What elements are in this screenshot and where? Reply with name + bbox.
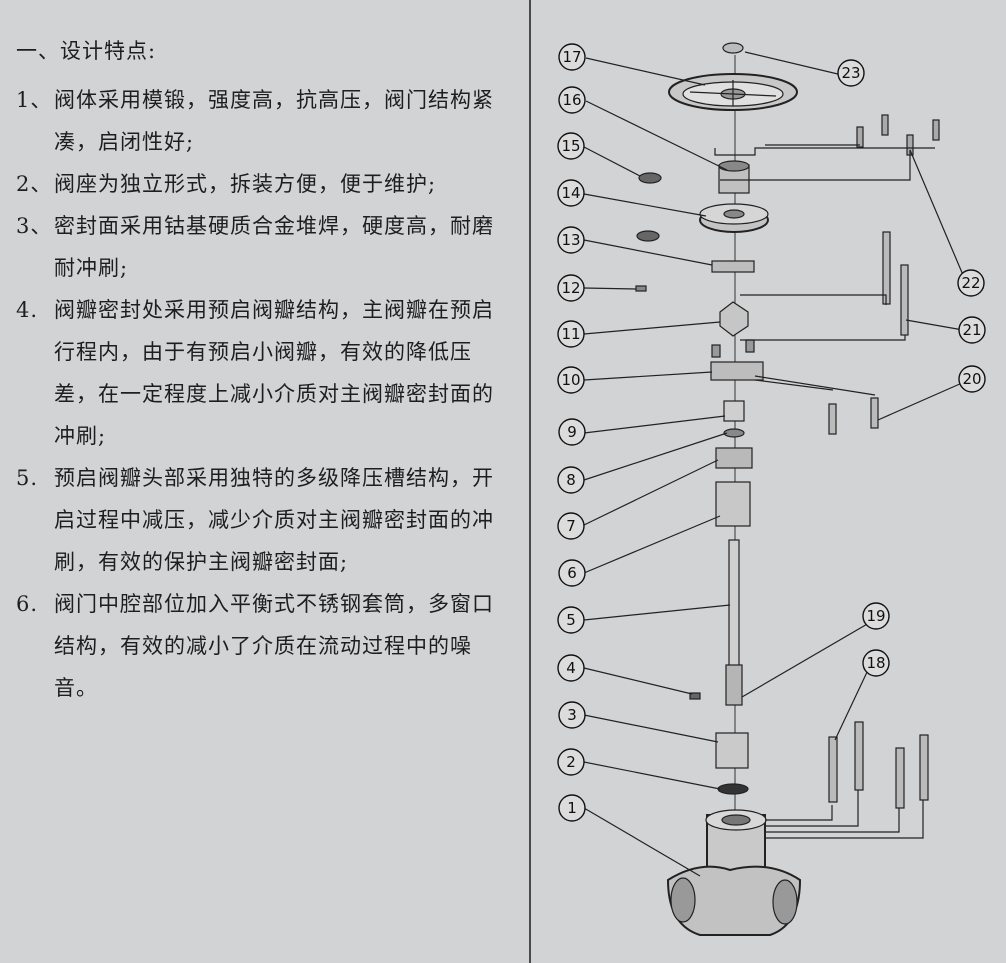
callout-label: 2 [566, 753, 576, 771]
callout-label: 18 [866, 654, 885, 672]
feature-text: 阀体采用模锻，强度高，抗高压，阀门结构紧凑，启闭性好; [54, 88, 494, 154]
section-heading: 一、设计特点: [16, 39, 157, 63]
callout-label: 23 [841, 64, 860, 82]
design-features-panel: 一、设计特点: 1、 阀体采用模锻，强度高，抗高压，阀门结构紧凑，启闭性好; 2… [16, 39, 514, 709]
callout-label: 22 [961, 274, 980, 292]
feature-text: 阀门中腔部位加入平衡式不锈钢套筒，多窗口结构，有效的减小了介质在流动过程中的噪音… [54, 592, 494, 700]
callout-label: 3 [567, 706, 577, 724]
feature-number: 2、 [16, 172, 53, 196]
part-stem-nut [718, 160, 750, 194]
feature-number: 3、 [16, 214, 53, 238]
exploded-valve-diagram: 17 16 15 14 13 12 11 10 9 8 7 6 5 4 3 2 … [557, 42, 986, 936]
callout-label: 6 [567, 564, 577, 582]
feature-item: 1、 阀体采用模锻，强度高，抗高压，阀门结构紧凑，启闭性好; [16, 79, 514, 163]
feature-item: 3、 密封面采用钴基硬质合金堆焊，硬度高，耐磨耐冲刷; [16, 205, 514, 289]
callout-label: 19 [866, 607, 885, 625]
callout-label: 17 [562, 48, 581, 66]
feature-item: 6. 阀门中腔部位加入平衡式不锈钢套筒，多窗口结构，有效的减小了介质在流动过程中… [16, 583, 514, 709]
part-handwheel [668, 73, 798, 111]
feature-text: 预启阀瓣头部采用独特的多级降压槽结构，开启过程中减压，减少介质对主阀瓣密封面的冲… [54, 466, 494, 574]
feature-text: 阀瓣密封处采用预启阀瓣结构，主阀瓣在预启行程内，由于有预启小阀瓣，有效的降低压差… [54, 298, 494, 448]
callout-label: 8 [566, 471, 576, 489]
part-valve-body [666, 809, 802, 936]
feature-number: 1、 [16, 88, 53, 112]
feature-item: 4. 阀瓣密封处采用预启阀瓣结构，主阀瓣在预启行程内，由于有预启小阀瓣，有效的降… [16, 289, 514, 457]
callout-label: 14 [561, 184, 580, 202]
callout-label: 15 [561, 137, 580, 155]
feature-number: 5. [16, 466, 39, 490]
feature-item: 5. 预启阀瓣头部采用独特的多级降压槽结构，开启过程中减压，减少介质对主阀瓣密封… [16, 457, 514, 583]
feature-item: 2、 阀座为独立形式，拆装方便，便于维护; [16, 163, 514, 205]
feature-text: 密封面采用钴基硬质合金堆焊，硬度高，耐磨耐冲刷; [54, 214, 494, 280]
callout-label: 13 [561, 231, 580, 249]
callout-label: 21 [962, 321, 981, 339]
callout-label: 4 [566, 659, 576, 677]
callout-label: 5 [566, 611, 576, 629]
callout-label: 7 [566, 517, 576, 535]
part-nut-top [722, 42, 744, 54]
callout-label: 11 [561, 325, 580, 343]
callout-label: 10 [561, 371, 580, 389]
feature-number: 6. [16, 592, 39, 616]
panel-divider [529, 0, 531, 963]
callout-label: 1 [567, 799, 577, 817]
feature-text: 阀座为独立形式，拆装方便，便于维护; [54, 172, 437, 196]
feature-number: 4. [16, 298, 39, 322]
callout-label: 9 [567, 423, 577, 441]
callout-label: 12 [561, 279, 580, 297]
callout-label: 20 [962, 370, 981, 388]
part-flange [699, 203, 769, 233]
callout-label: 16 [562, 91, 581, 109]
